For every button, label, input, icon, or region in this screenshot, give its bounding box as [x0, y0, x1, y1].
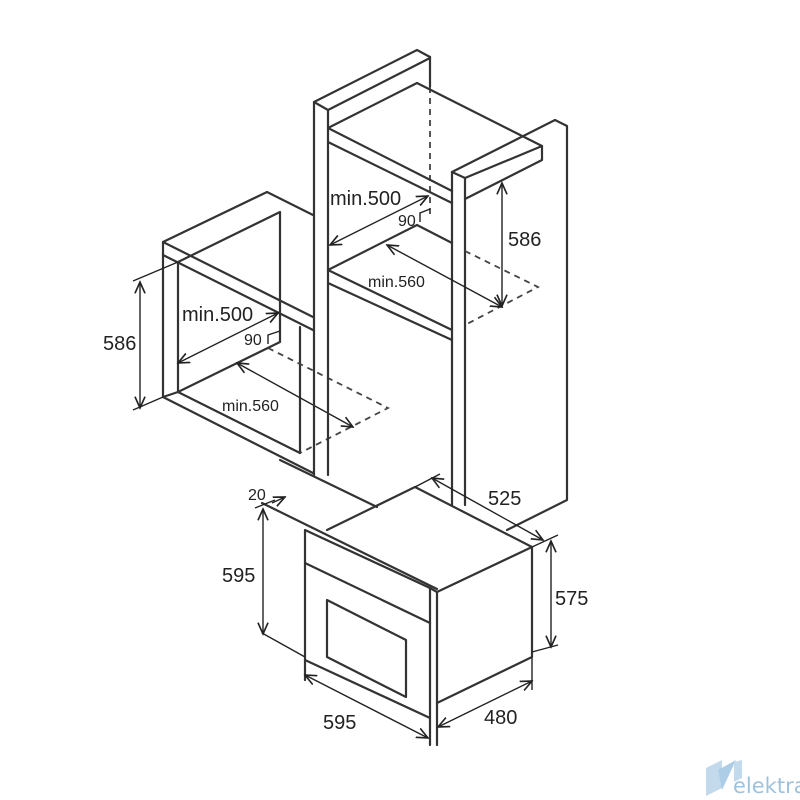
svg-text:elektra: elektra — [733, 774, 800, 798]
oven-window — [325, 598, 408, 699]
front-width-label: 595 — [323, 712, 356, 734]
tall-gap-label: 90 — [398, 213, 416, 230]
wall-gap-label: 90 — [244, 332, 262, 349]
wall-height-label: 586 — [103, 333, 136, 355]
tall-height-label: 586 — [508, 229, 541, 251]
tall-cabinet — [312, 48, 569, 532]
front-height-label: 595 — [222, 565, 255, 587]
wall-width-label: min.560 — [222, 398, 279, 415]
body-depth-label: 525 — [488, 488, 521, 510]
elektra-logo: elektra — [706, 760, 800, 798]
wall-cabinet-dimensions — [132, 261, 353, 427]
body-width-label: 480 — [484, 707, 517, 729]
wall-depth-label: min.500 — [182, 304, 253, 326]
panel-thickness-label: 20 — [248, 487, 266, 504]
tall-width-label: min.560 — [368, 274, 425, 291]
body-height-label: 575 — [555, 588, 588, 610]
tall-cabinet-dimensions — [330, 183, 502, 307]
oven-dimensions — [254, 473, 559, 738]
tall-depth-label: min.500 — [330, 188, 401, 210]
